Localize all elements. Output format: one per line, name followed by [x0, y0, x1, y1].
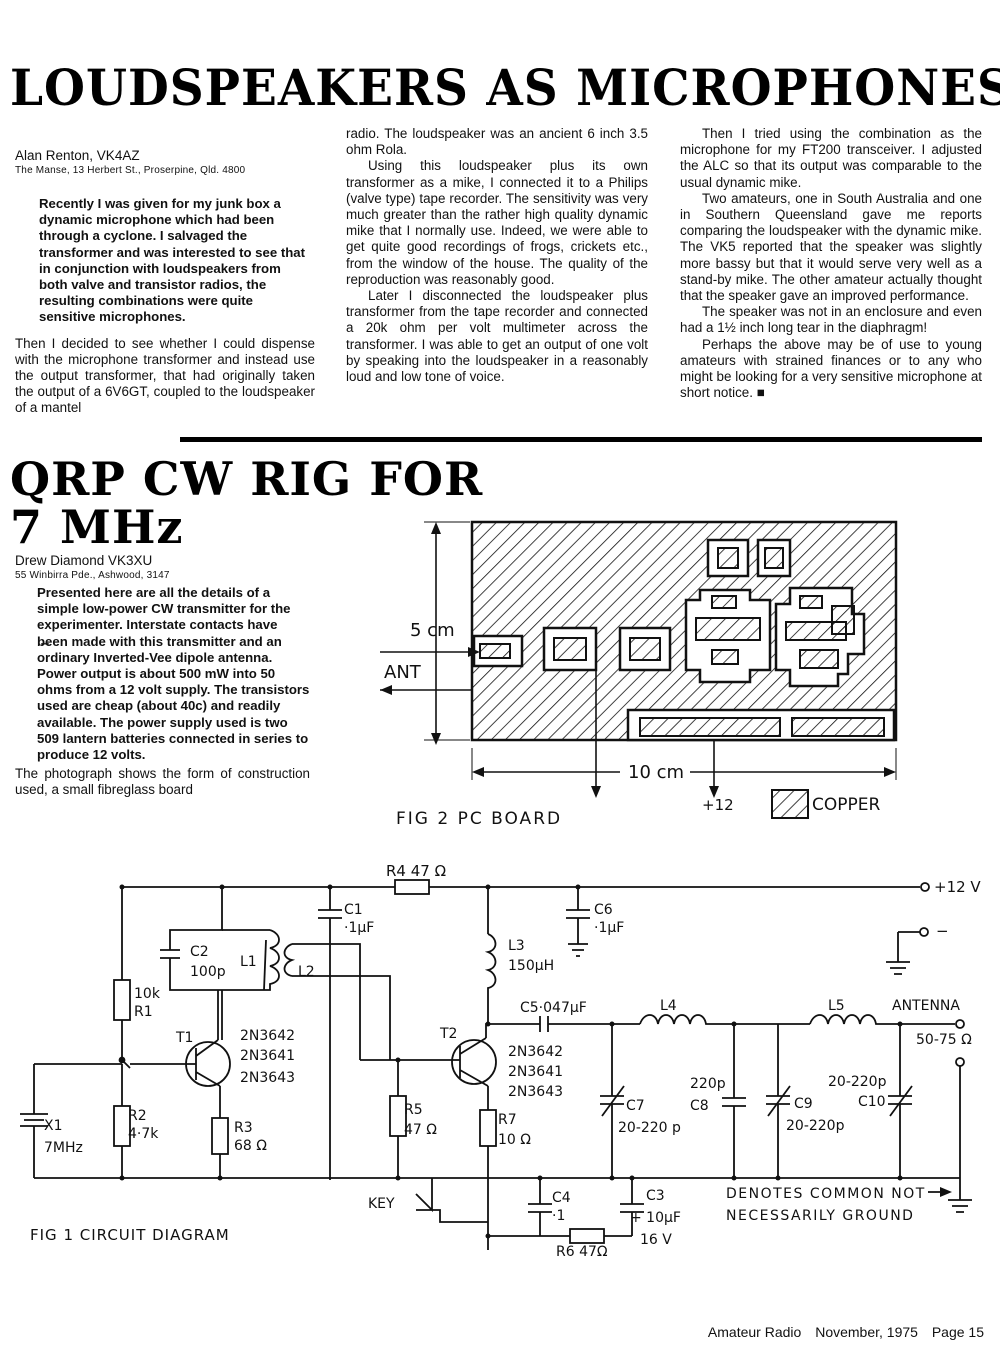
c2-label: C2 — [190, 944, 209, 960]
article1-col3-paragraph-1: Then I tried using the combination as th… — [680, 126, 982, 190]
key-label: KEY — [368, 1196, 395, 1212]
article1-col1-paragraph: Then I decided to see whether I could di… — [15, 335, 315, 416]
x1-label: X1 — [44, 1118, 63, 1134]
r2-label: R2 — [128, 1108, 147, 1124]
article2-lead: Presented here are all the details of a … — [37, 585, 310, 763]
c3-label: C3 — [646, 1188, 665, 1204]
c9-label: C9 — [794, 1096, 813, 1112]
c4-value: ·1 — [552, 1208, 565, 1224]
r5-value: 47 Ω — [404, 1122, 437, 1138]
article1-column-2: radio. The loudspeaker was an ancient 6 … — [346, 126, 648, 385]
article1-col3-paragraph-3: The speaker was not in an enclosure and … — [680, 304, 982, 336]
article1-headline: LOUDSPEAKERS AS MICROPHONES — [10, 60, 1000, 118]
article1-col2-paragraph-1: radio. The loudspeaker was an ancient 6 … — [346, 126, 648, 158]
fig2-width-label: 10 cm — [628, 762, 684, 783]
fig2-caption: FIG 2 PC BOARD — [396, 809, 562, 829]
t2-label: T2 — [439, 1026, 457, 1042]
plus12v-label: +12 V — [934, 878, 981, 896]
r1-label: R1 — [134, 1004, 153, 1020]
article1-col3-paragraph-2: Two amateurs, one in South Australia and… — [680, 190, 982, 304]
page-footer: Amateur Radio November, 1975 Page 15 — [698, 1324, 984, 1340]
article2-author: Drew Diamond VK3XU — [15, 553, 153, 568]
c3-value: + 10μF — [630, 1210, 681, 1226]
c4-label: C4 — [552, 1190, 571, 1206]
fig2-height-label: 5 cm — [410, 620, 455, 641]
section-divider — [180, 437, 982, 442]
t2-type-1: 2N3642 — [508, 1044, 563, 1060]
r3-label: R3 — [234, 1120, 253, 1136]
antenna-impedance: 50-75 Ω — [916, 1032, 972, 1048]
fig2-pc-board-diagram: 5 cm ANT 10 cm +12 COPPER FIG 2 PC BOARD — [380, 520, 898, 829]
l1-label: L1 — [240, 954, 257, 970]
r7-value: 10 Ω — [498, 1132, 531, 1148]
l2-label: L2 — [298, 964, 315, 980]
c3-voltage: 16 V — [640, 1232, 672, 1248]
c1-label: C1 — [344, 902, 363, 918]
article1-col3-paragraph-4: Perhaps the above may be of use to young… — [680, 336, 982, 401]
t1-type-3: 2N3643 — [240, 1070, 295, 1086]
article2-address: 55 Winbirra Pde., Ashwood, 3147 — [15, 570, 170, 581]
r4-label: R4 47 Ω — [386, 862, 446, 880]
c8-value: 220p — [690, 1076, 726, 1092]
c6-value: ·1μF — [594, 920, 624, 936]
t1-type-2: 2N3641 — [240, 1048, 295, 1064]
common-note-line1: DENOTES COMMON NOT — [726, 1186, 926, 1202]
article1-col2-paragraph-3: Later I disconnected the loudspeaker plu… — [346, 288, 648, 385]
x1-value: 7MHz — [44, 1140, 83, 1156]
footer-publication: Amateur Radio — [707, 1324, 802, 1340]
c7-value: 20-220 p — [618, 1120, 681, 1136]
fig2-ant-label: ANT — [384, 662, 422, 683]
r7-label: R7 — [498, 1112, 517, 1128]
c10-value: 20-220p — [828, 1074, 887, 1090]
fig2-legend-label: COPPER — [812, 795, 880, 815]
t2-type-2: 2N3641 — [508, 1064, 563, 1080]
antenna-label: ANTENNA — [892, 998, 960, 1014]
article1-column-1: Recently I was given for my junk box a d… — [15, 196, 315, 417]
article2-column: Presented here are all the details of a … — [15, 585, 310, 799]
c8-label: C8 — [690, 1098, 709, 1114]
article1-col2-paragraph-2: Using this loudspeaker plus its own tran… — [346, 158, 648, 287]
t1-type-1: 2N3642 — [240, 1028, 295, 1044]
article1-column-3: Then I tried using the combination as th… — [680, 126, 982, 401]
l3-label: L3 — [508, 938, 525, 954]
r6-label: R6 47Ω — [556, 1244, 608, 1260]
c10-label: C10 — [858, 1094, 886, 1110]
r3-value: 68 Ω — [234, 1138, 267, 1154]
article1-address: The Manse, 13 Herbert St., Proserpine, Q… — [15, 165, 246, 176]
article1-byline: Alan Renton, VK4AZ The Manse, 13 Herbert… — [15, 148, 315, 177]
article2-headline-line1: QRP CW RIG FOR — [10, 452, 484, 506]
l3-value: 150μH — [508, 958, 554, 974]
common-note-line2: NECESSARILY GROUND — [726, 1208, 914, 1224]
c9-value: 20-220p — [786, 1118, 845, 1134]
minus-label: − — [936, 922, 949, 940]
fig2-plus12-label: +12 — [702, 796, 734, 814]
copper-legend-swatch — [771, 789, 809, 819]
fig1-caption: FIG 1 CIRCUIT DIAGRAM — [30, 1226, 230, 1244]
article2-paragraph: The photograph shows the form of constru… — [15, 766, 310, 798]
footer-page-number: Page 15 — [931, 1324, 984, 1340]
t1-label: T1 — [175, 1030, 193, 1046]
c5-label: C5·047μF — [520, 1000, 587, 1016]
r1-value: 10k — [134, 986, 161, 1002]
l5-label: L5 — [828, 998, 845, 1014]
l4-label: L4 — [660, 998, 677, 1014]
t2-type-3: 2N3643 — [508, 1084, 563, 1100]
c1-value: ·1μF — [344, 920, 374, 936]
c2-value: 100p — [190, 964, 226, 980]
footer-date: November, 1975 — [815, 1324, 918, 1340]
r5-label: R5 — [404, 1102, 423, 1118]
fig1-circuit-diagram: R4 47 Ω +12 V − C1 ·1μF C6 ·1μF C2 100p … — [20, 862, 981, 1260]
c7-label: C7 — [626, 1098, 645, 1114]
article2-byline: Drew Diamond VK3XU 55 Winbirra Pde., Ash… — [15, 553, 315, 582]
article2-headline-line2: 7 MHz — [10, 500, 184, 554]
article1-author: Alan Renton, VK4AZ — [15, 148, 140, 163]
article1-lead: Recently I was given for my junk box a d… — [39, 196, 306, 325]
c6-label: C6 — [594, 902, 613, 918]
r2-value: 4·7k — [128, 1126, 159, 1142]
